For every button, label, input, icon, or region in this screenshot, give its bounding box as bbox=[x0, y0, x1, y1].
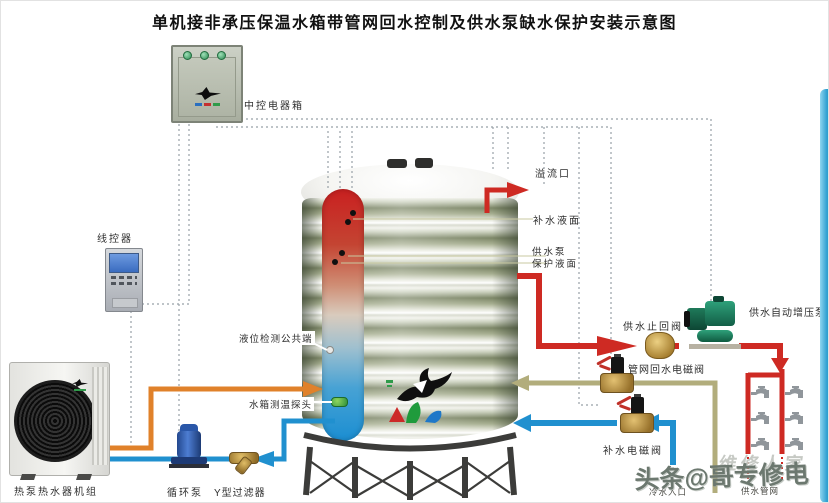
solenoid-nut bbox=[614, 354, 621, 358]
refill-solenoid-valve bbox=[616, 394, 655, 435]
check-valve-label: 供水止回阀 bbox=[623, 322, 683, 333]
blue-edge-bar bbox=[820, 89, 828, 502]
watermark-brand: 头条@哥专修电器 bbox=[634, 460, 810, 502]
faucet-icon bbox=[751, 412, 769, 424]
faucet-icon bbox=[785, 386, 803, 398]
cold-refill-pipe bbox=[513, 414, 676, 465]
booster-cap bbox=[684, 311, 690, 327]
circulation-pipe bbox=[106, 418, 335, 467]
hot-water-pipe bbox=[106, 381, 323, 451]
level-sensor-dot bbox=[332, 259, 338, 265]
supply-pump-level-label: 供水泵 保护液面 bbox=[532, 247, 578, 271]
brand-mark bbox=[213, 103, 220, 106]
level-sensor-dot bbox=[339, 250, 345, 256]
label-leader-lines bbox=[341, 218, 546, 264]
level-common-label: 液位检测公共端 bbox=[237, 331, 315, 345]
supply-pump-level-line2: 保护液面 bbox=[532, 259, 579, 270]
solenoid-body bbox=[620, 413, 654, 433]
booster-knob bbox=[713, 296, 724, 302]
wire-controller-screen bbox=[109, 253, 139, 273]
heat-pump-logo-icon bbox=[72, 379, 88, 387]
brand-mark bbox=[204, 103, 211, 106]
faucet-icons bbox=[751, 386, 803, 450]
circulation-pump-label: 循环泵 bbox=[167, 488, 203, 499]
control-box bbox=[171, 45, 243, 123]
refill-solenoid-label: 补水电磁阀 bbox=[603, 446, 663, 457]
solenoid-body bbox=[600, 373, 634, 393]
solenoid-coil bbox=[631, 397, 644, 415]
heat-pump-unit bbox=[9, 362, 110, 476]
y-type-filter bbox=[229, 451, 259, 476]
pump-body bbox=[177, 431, 201, 458]
circulation-pump bbox=[169, 424, 209, 468]
return-pipe bbox=[511, 375, 718, 493]
indicator-lamp-icon bbox=[200, 51, 209, 60]
heat-pump-label: 热泵热水器机组 bbox=[14, 487, 98, 498]
supply-pump-level-line1: 供水泵 bbox=[532, 247, 567, 258]
wire-controller-buttons bbox=[111, 282, 137, 285]
indicator-lamp-icon bbox=[183, 51, 192, 60]
diagram-title: 单机接非承压保温水箱带管网回水控制及供水泵缺水保护安装示意图 bbox=[151, 15, 677, 32]
refill-level-label: 补水液面 bbox=[533, 216, 581, 227]
check-valve bbox=[645, 332, 675, 359]
level-sensor-dot bbox=[350, 210, 356, 216]
booster-head bbox=[705, 301, 735, 326]
overflow-pipe bbox=[484, 182, 529, 213]
wire-controller-label: 线控器 bbox=[97, 234, 133, 245]
booster-pump bbox=[684, 296, 743, 351]
level-sensor-dot bbox=[345, 219, 351, 225]
solenoid-coil bbox=[611, 357, 624, 375]
pump-cap bbox=[180, 424, 198, 433]
solenoid-wire bbox=[598, 364, 612, 371]
supply-pipe bbox=[517, 273, 789, 479]
booster-base bbox=[689, 344, 741, 349]
brand-mark bbox=[195, 103, 202, 106]
faucet-icon bbox=[785, 438, 803, 450]
solenoid-wire bbox=[618, 404, 632, 411]
y-filter-label: Y型过滤器 bbox=[214, 488, 266, 499]
wire-controller bbox=[105, 248, 143, 312]
heat-pump-foot bbox=[20, 474, 36, 480]
supply-network-label: 供水管网 bbox=[741, 486, 780, 496]
pump-flange bbox=[171, 457, 207, 464]
indicator-lamp-icon bbox=[217, 51, 226, 60]
faucet-icon bbox=[751, 386, 769, 398]
solenoid-nut bbox=[634, 394, 641, 398]
wire-controller-base bbox=[112, 298, 138, 308]
heat-pump-foot bbox=[76, 474, 92, 480]
booster-motor bbox=[687, 308, 707, 330]
tank-dome-fitting bbox=[415, 158, 433, 168]
fan-grille-icon bbox=[14, 380, 96, 462]
control-box-label: 中控电器箱 bbox=[244, 101, 304, 112]
cold-inlet-label: 冷水入口 bbox=[649, 487, 688, 497]
faucet-icon bbox=[751, 438, 769, 450]
wire-controller-buttons bbox=[111, 276, 137, 279]
tank-logo-swallow bbox=[386, 368, 452, 423]
booster-tank bbox=[697, 330, 733, 342]
booster-pump-label: 供水自动增压泵 bbox=[749, 308, 826, 319]
faucet-icon bbox=[785, 412, 803, 424]
tank-dome-fitting bbox=[387, 159, 407, 168]
pump-base bbox=[169, 464, 209, 468]
control-box-door bbox=[178, 57, 236, 117]
temp-probe-label: 水箱测温探头 bbox=[247, 397, 315, 411]
return-solenoid-valve bbox=[596, 354, 635, 395]
overflow-label: 溢流口 bbox=[535, 169, 571, 180]
tank-stand bbox=[303, 432, 517, 500]
heat-pump-logo-text bbox=[74, 389, 86, 391]
heat-pump-side-panel bbox=[92, 367, 108, 465]
return-solenoid-label: 管网回水电磁阀 bbox=[628, 365, 705, 376]
